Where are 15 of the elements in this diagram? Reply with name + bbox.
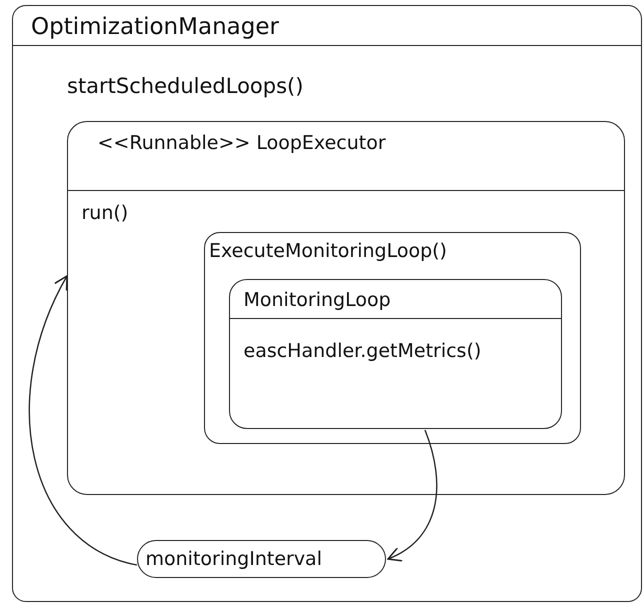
state-box bbox=[204, 232, 581, 444]
class-name: OptimizationManager bbox=[30, 13, 279, 42]
state-box bbox=[228, 278, 562, 428]
class-name: <<Runnable>> LoopExecutor bbox=[96, 130, 386, 156]
state-name: ExecuteMonitoringLoop() bbox=[208, 239, 447, 264]
class-box bbox=[66, 120, 624, 494]
method-name: startScheduledLoops() bbox=[66, 73, 304, 100]
method-name: run() bbox=[80, 200, 128, 226]
method-name: eascHandler.getMetrics() bbox=[242, 338, 482, 364]
arrow bbox=[387, 430, 438, 561]
state-name: MonitoringLoop bbox=[242, 288, 391, 312]
class-box bbox=[12, 5, 642, 602]
arrow bbox=[28, 275, 138, 566]
state-box bbox=[136, 540, 386, 578]
state-name: monitoringInterval bbox=[144, 546, 322, 572]
